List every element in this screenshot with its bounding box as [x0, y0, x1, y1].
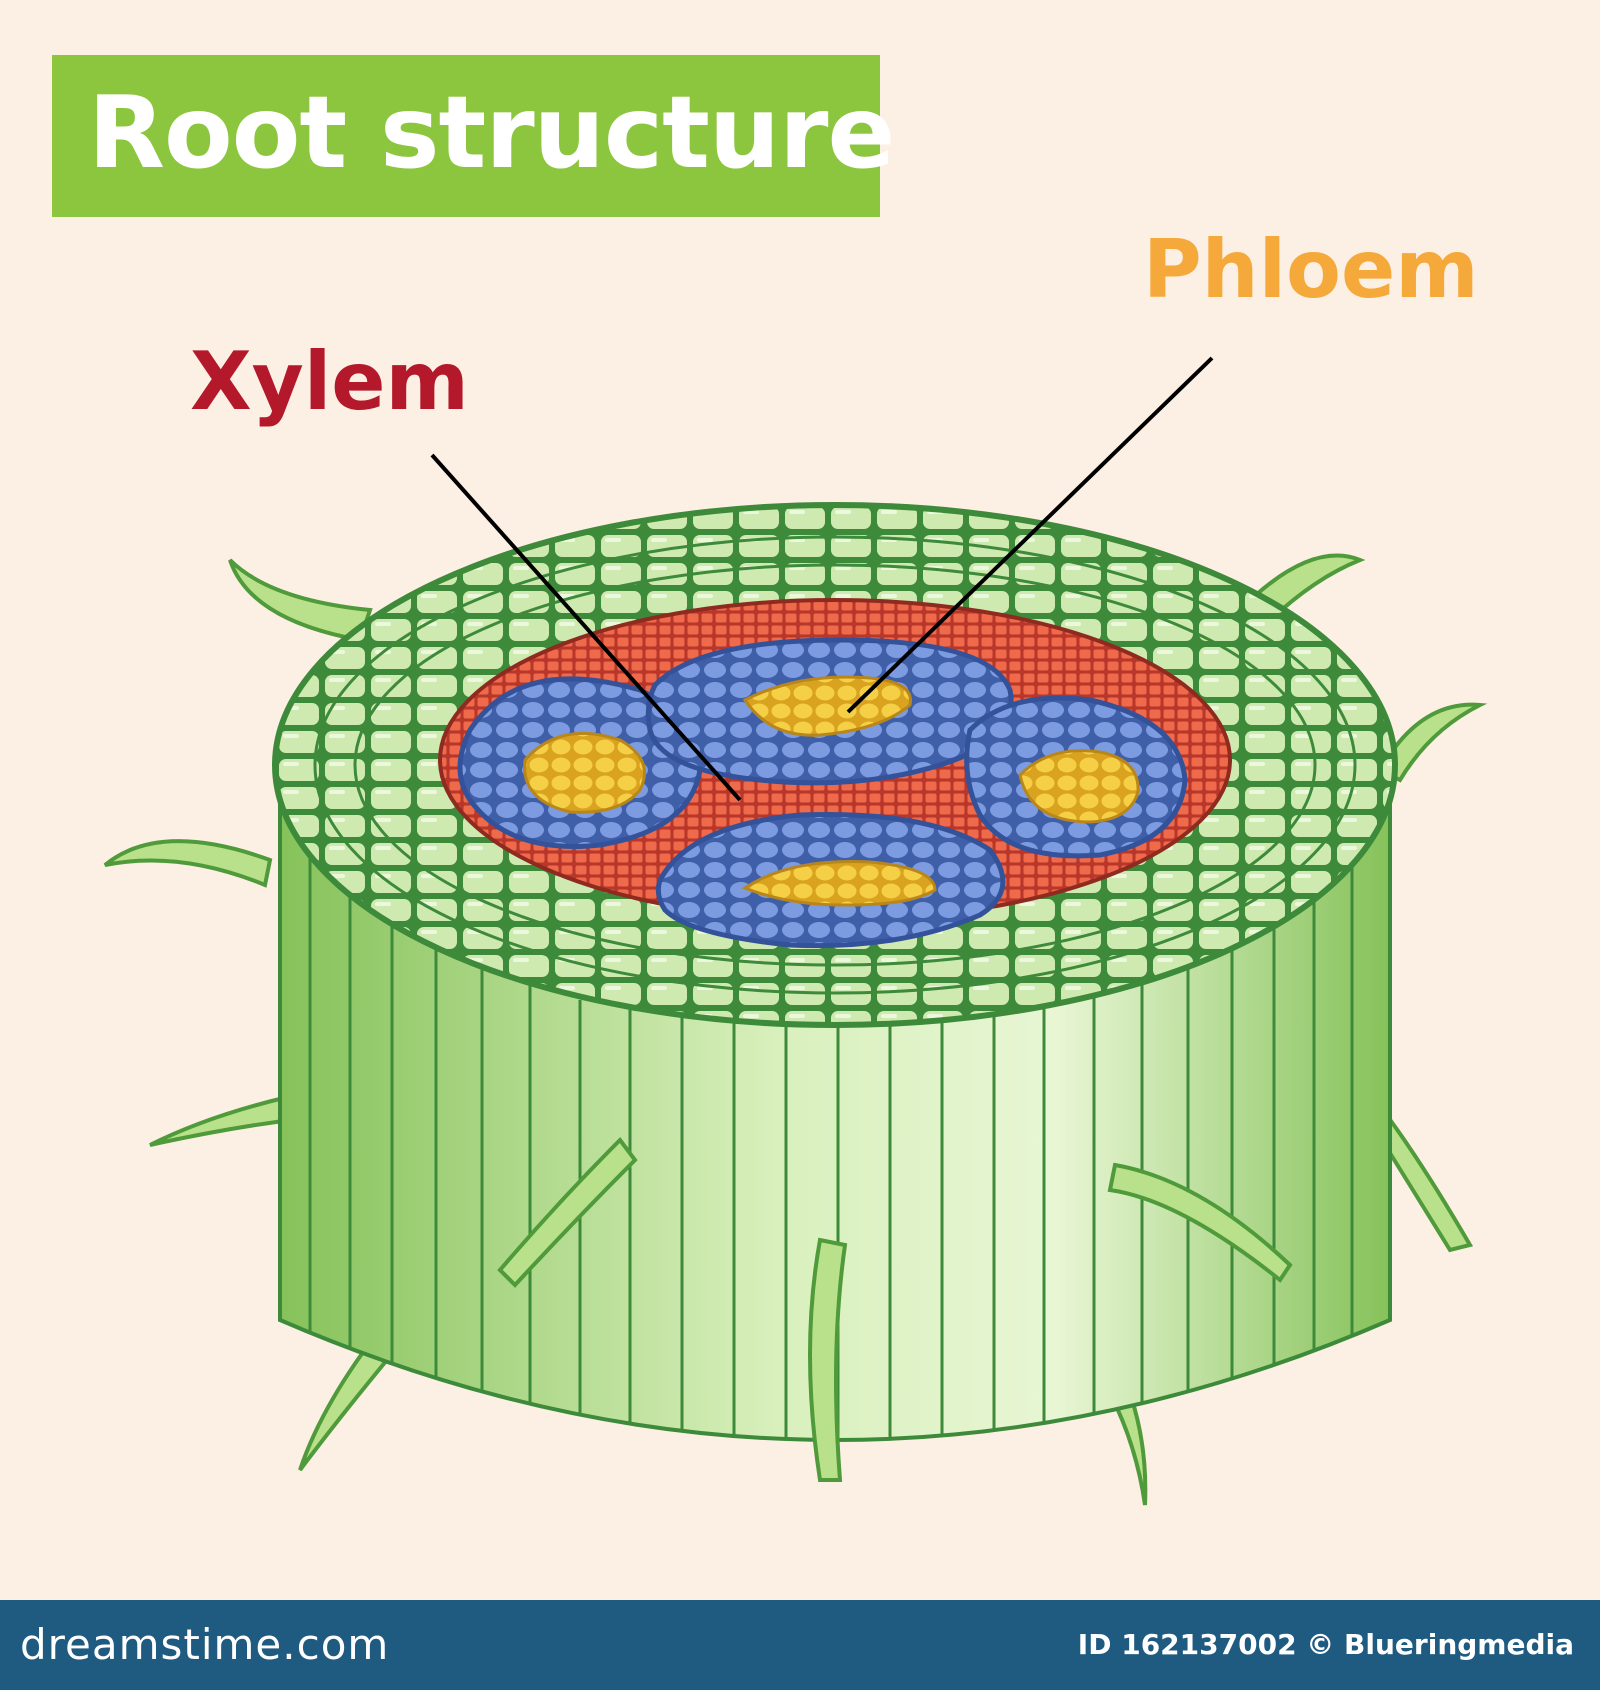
root-cross-section-diagram: [103, 356, 1488, 1506]
vascular-bundle-right: [964, 695, 1188, 859]
vascular-bundle-top: [645, 637, 1014, 786]
page-title: Root structure: [88, 74, 895, 191]
footer-brand: dreamstime.com: [20, 1620, 390, 1669]
root-hairs-front: [497, 1136, 1293, 1482]
vascular-bundle-bottom: [655, 811, 1006, 949]
phloem-label: Phloem: [1143, 223, 1479, 316]
footer-bar: dreamstime.com ID 162137002 © Blueringme…: [0, 1600, 1600, 1690]
vascular-bundle-left: [457, 676, 703, 850]
footer-image-id: ID 162137002 © Blueringmedia: [1077, 1628, 1574, 1661]
title-banner: Root structure: [52, 55, 895, 217]
xylem-leader-line: [430, 453, 742, 802]
phloem-leader-line: [846, 356, 1214, 714]
xylem-label: Xylem: [190, 335, 469, 428]
